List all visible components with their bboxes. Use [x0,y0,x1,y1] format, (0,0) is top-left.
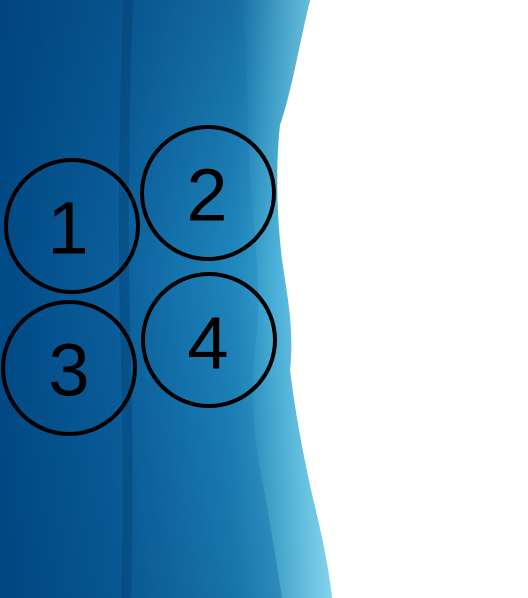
marker-4: 4 [141,272,277,408]
torso-rim-highlight [240,0,332,598]
spine-groove [118,0,133,598]
marker-3-circle [1,300,137,436]
marker-1-circle [4,158,140,294]
marker-2-label: 2 [186,154,227,237]
marker-1: 1 [4,158,140,294]
marker-2: 2 [140,125,276,261]
marker-4-label: 4 [187,302,228,385]
marker-4-circle [141,272,277,408]
marker-1-label: 1 [47,187,88,270]
marker-3: 3 [1,300,137,436]
marker-2-circle [140,125,276,261]
marker-3-label: 3 [48,329,89,412]
